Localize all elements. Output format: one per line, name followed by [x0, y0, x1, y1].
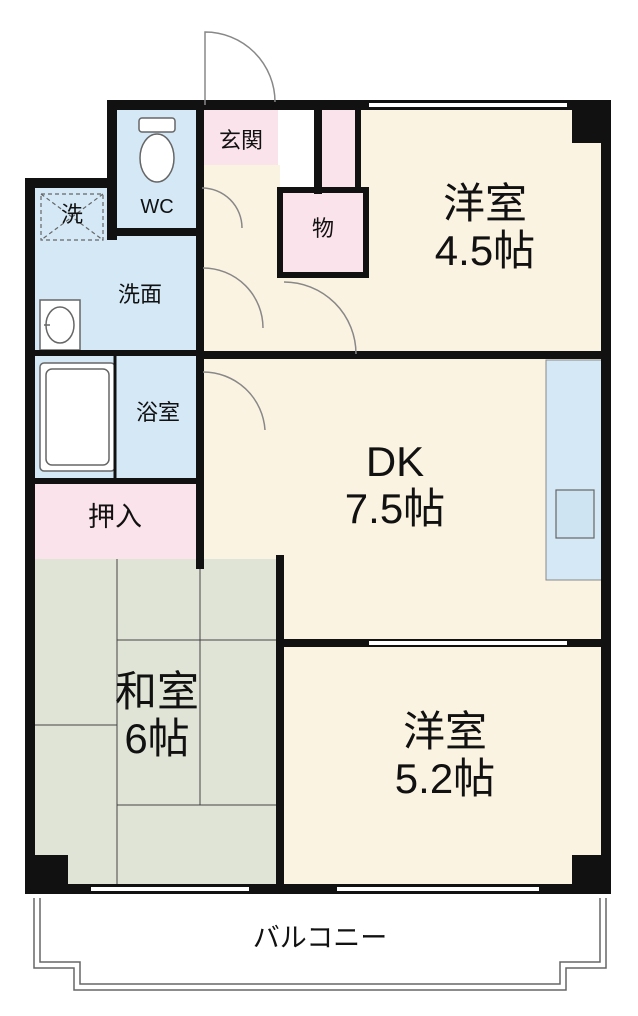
room-label-washitsu: 和室 6帖: [82, 668, 232, 762]
room-size: 4.5帖: [434, 227, 536, 275]
doors: [201, 31, 357, 431]
room-fill-kitchen: [545, 359, 603, 581]
toilet-icon: [138, 117, 176, 183]
label-balcony: バルコニー: [252, 923, 388, 954]
bathtub-icon: [39, 362, 116, 472]
label-washroom: 洗面: [117, 283, 162, 308]
tatami-lines: [30, 559, 280, 889]
label-storage: 物: [311, 217, 334, 242]
kitchen-sink-icon: [555, 489, 595, 539]
room-fill-shoe-storage: [318, 105, 358, 190]
room-fill-youshitsu-4-5: [358, 105, 606, 355]
room-fill-genkan: [200, 105, 278, 165]
room-label-youshitsu-5-2: 洋室 5.2帖: [365, 708, 525, 802]
label-wc: WC: [140, 196, 174, 218]
room-fill-hall: [200, 165, 280, 355]
room-name: DK: [365, 438, 425, 485]
room-fill-storage: [280, 190, 366, 275]
sink-icon: [39, 299, 81, 351]
entrance-door-icon: [204, 31, 276, 105]
wc-door-icon: [201, 187, 243, 229]
label-bathroom: 浴室: [135, 401, 180, 426]
windows: [89, 101, 569, 893]
room-name: 洋室: [442, 179, 527, 228]
washroom-door-icon: [202, 267, 264, 329]
room-size: 5.2帖: [394, 755, 496, 803]
room-name: 洋室: [402, 707, 487, 756]
label-genkan: 玄関: [218, 129, 263, 154]
room-size: 6帖: [124, 715, 190, 763]
label-closet: 押入: [88, 502, 142, 533]
room-size: 7.5帖: [344, 485, 446, 533]
room-label-dk: DK 7.5帖: [320, 438, 470, 532]
room-fill-closet: [30, 481, 200, 559]
hall-door-icon: [202, 371, 266, 431]
room-label-youshitsu-4-5: 洋室 4.5帖: [410, 180, 560, 274]
label-washer: 洗: [60, 203, 83, 228]
room-fill-youshitsu-5-2: [280, 643, 606, 889]
fixtures: [39, 117, 595, 539]
balcony-outline: [33, 898, 607, 991]
pillars: [30, 105, 606, 889]
room-fill-hall-2: [280, 275, 358, 355]
storage-door-icon: [283, 281, 357, 355]
room-fill-washitsu: [30, 559, 280, 889]
washer-pan-icon: [40, 193, 104, 241]
room-name: 和室: [114, 667, 199, 716]
